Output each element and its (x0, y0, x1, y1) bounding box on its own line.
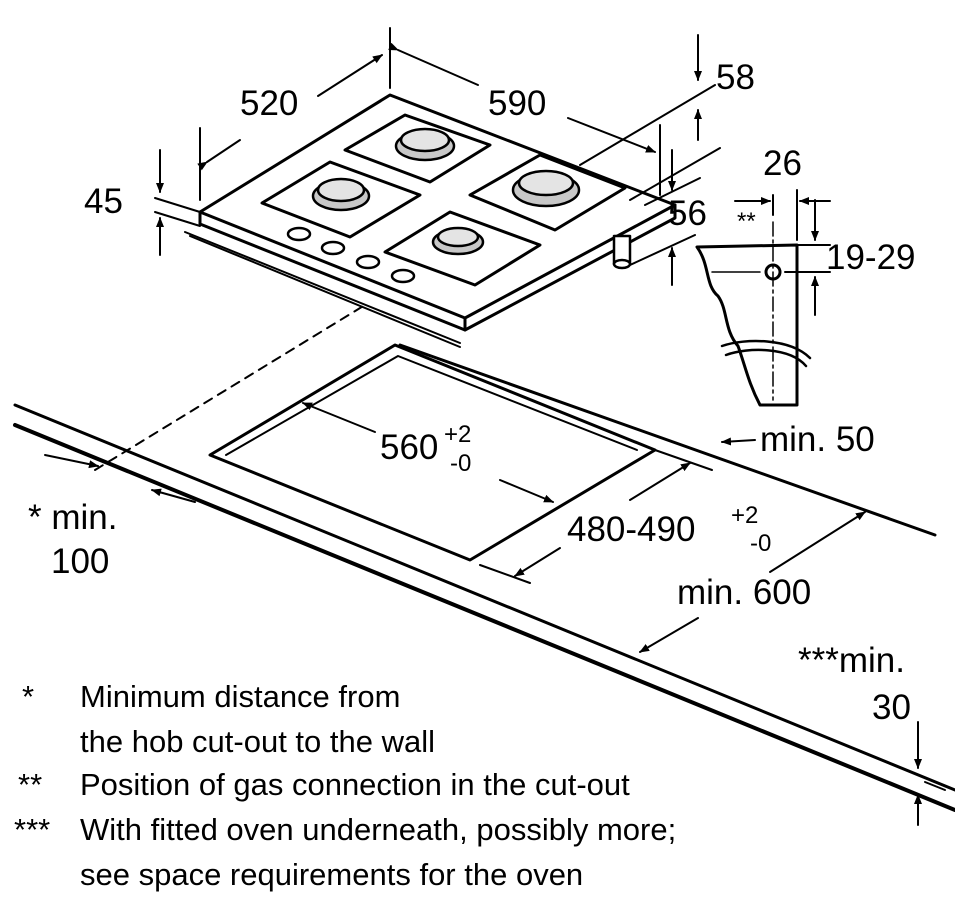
dim-cutout-depth: 480-490 (567, 510, 696, 549)
dim-edge-offset-right: 56 (668, 194, 707, 233)
burner-back-left (394, 127, 456, 162)
wall-reference-line (94, 304, 366, 471)
dim-hob-depth: 520 (240, 84, 299, 123)
dim-cutout-width-tol-plus: +2 (444, 421, 472, 448)
dim-cutout-depth-tol-minus: -0 (750, 530, 772, 557)
gas-connection-marker: ** (737, 208, 756, 235)
pan-supports (260, 113, 627, 287)
note-1-marker: * (22, 679, 35, 714)
dim-edge-offset-top: 58 (716, 58, 755, 97)
dim-cutout-width: 560 (380, 428, 439, 467)
dim-min-oven-line1: ***min. (798, 641, 905, 680)
countertop (13, 343, 955, 812)
hob-body (184, 93, 677, 348)
note-1-line1: Minimum distance from (80, 679, 401, 714)
dim-hob-width: 590 (488, 84, 547, 123)
dim-min-oven-line2: 30 (872, 688, 911, 727)
dim-min-wall-line1: * min. (28, 498, 118, 537)
burner-front-left (311, 177, 371, 212)
dimension-lines (44, 27, 922, 826)
burner-front-right (431, 226, 485, 256)
note-2-marker: ** (18, 767, 43, 802)
dim-hob-height: 45 (84, 182, 123, 221)
dim-min-rear: min. 50 (760, 420, 875, 459)
burner-back-right (511, 169, 581, 208)
dim-connection-height: 19-29 (826, 238, 916, 277)
note-2-line1: Position of gas connection in the cut-ou… (80, 767, 630, 802)
note-3-line1: With fitted oven underneath, possibly mo… (80, 812, 677, 847)
note-3-line2: see space requirements for the oven (80, 857, 584, 892)
note-3-marker: *** (14, 812, 51, 847)
dim-cutout-depth-tol-plus: +2 (731, 502, 759, 529)
dim-min-front: min. 600 (677, 573, 812, 612)
control-knobs (286, 226, 416, 284)
note-1-line2: the hob cut-out to the wall (80, 724, 436, 759)
dim-min-wall-line2: 100 (51, 542, 110, 581)
gas-connection-stub (612, 234, 632, 270)
gas-connection-detail (695, 189, 831, 407)
dim-cutout-width-tol-minus: -0 (450, 450, 472, 477)
dim-connection-width: 26 (763, 144, 802, 183)
